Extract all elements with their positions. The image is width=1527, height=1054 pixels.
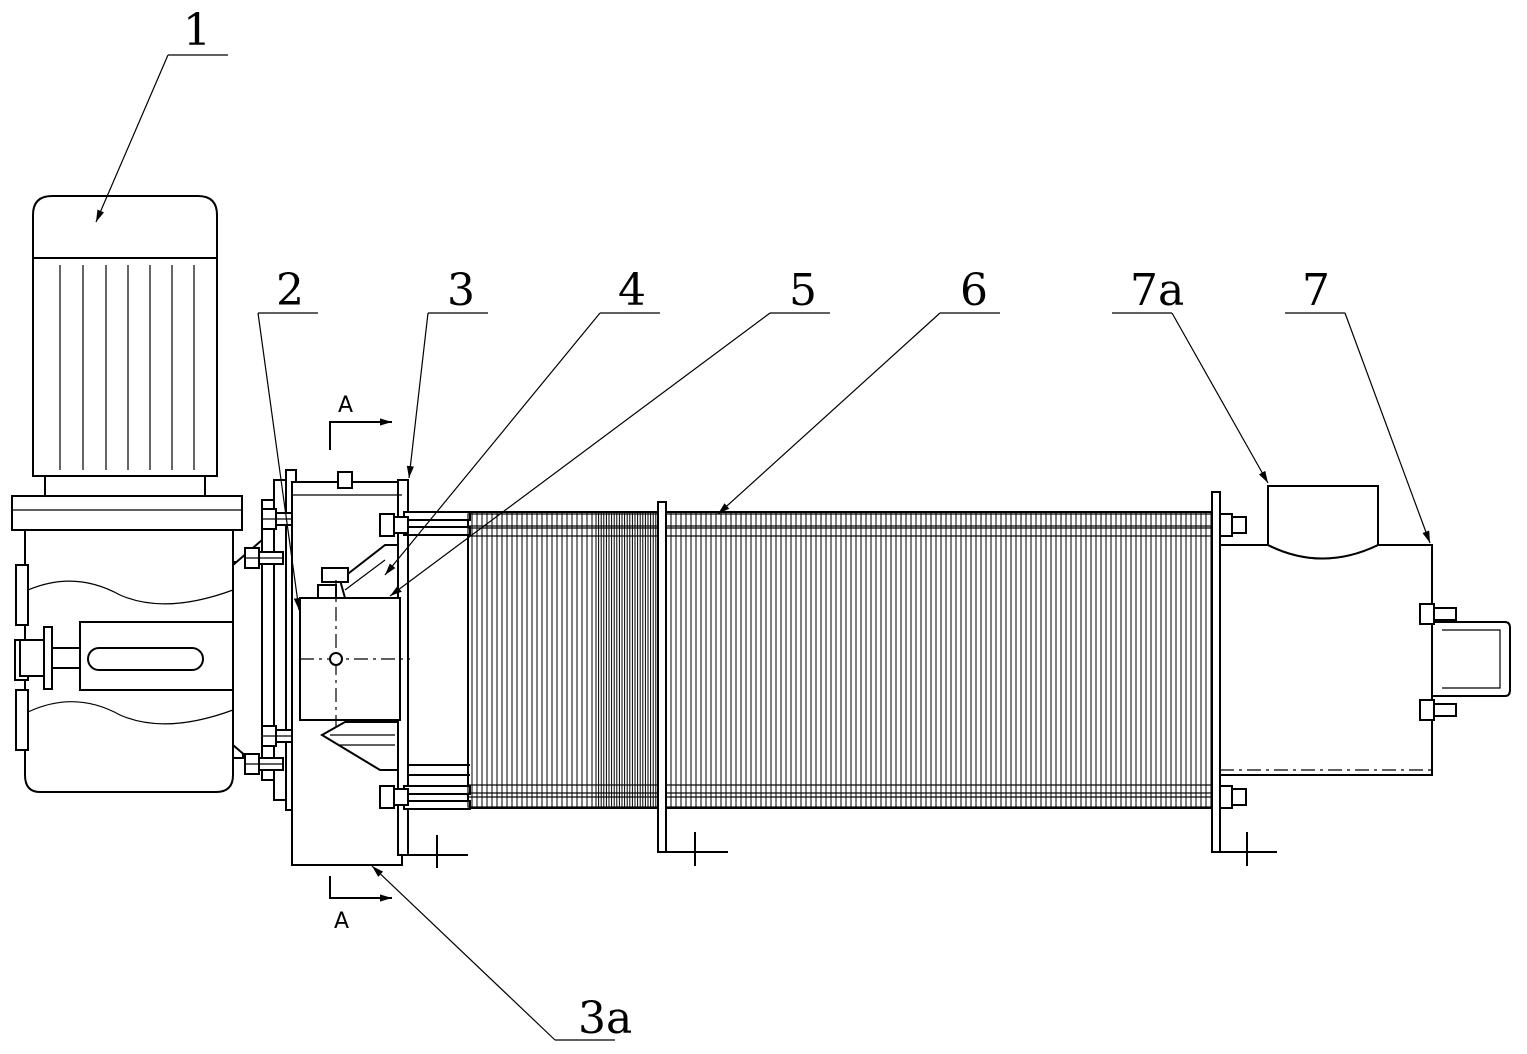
- callout-label-3a: 3a: [578, 993, 632, 1044]
- tie-rod-nut-bottom-left: [379, 785, 409, 809]
- section-label-top: A: [338, 393, 353, 418]
- callout-3a: 3a: [371, 865, 632, 1044]
- callout-label-1: 1: [183, 5, 211, 56]
- section-label-bottom: A: [334, 909, 349, 934]
- motor-cooling-fins: [59, 265, 195, 470]
- discharge-box: [1219, 485, 1511, 776]
- callout-label-7: 7: [1302, 265, 1330, 316]
- bearing-seat: [299, 544, 410, 771]
- section-mark-bottom: A: [329, 876, 392, 934]
- callout-4: 4: [384, 265, 660, 576]
- screen-stack: [379, 511, 1247, 810]
- callout-6: 6: [717, 265, 1000, 515]
- callout-5: 5: [389, 265, 830, 597]
- tie-rod-nut-top-right: [1217, 513, 1247, 537]
- callout-label-7a: 7a: [1130, 265, 1184, 316]
- tie-rod-nut-bottom-right: [1217, 785, 1247, 809]
- motor: [11, 195, 243, 531]
- callout-label-2: 2: [276, 265, 304, 316]
- flange-bolt-3: [261, 725, 299, 747]
- callout-label-5: 5: [789, 265, 817, 316]
- section-mark-top: A: [329, 393, 392, 450]
- flange-bolt-4: [244, 753, 284, 775]
- flange-bolt-2: [244, 547, 284, 569]
- callout-label-4: 4: [618, 265, 646, 316]
- support-legs: [404, 491, 1277, 868]
- gearbox: [14, 529, 299, 793]
- callout-7a: 7a: [1112, 265, 1269, 484]
- screen-plates: [471, 512, 1212, 808]
- callout-3: 3: [406, 265, 488, 479]
- callout-1: 1: [95, 5, 228, 223]
- tie-rod-nut-top-left: [379, 513, 409, 537]
- callout-2: 2: [257, 265, 318, 611]
- callout-7: 7: [1285, 265, 1431, 544]
- callout-label-6: 6: [960, 265, 988, 316]
- callout-label-3: 3: [447, 265, 475, 316]
